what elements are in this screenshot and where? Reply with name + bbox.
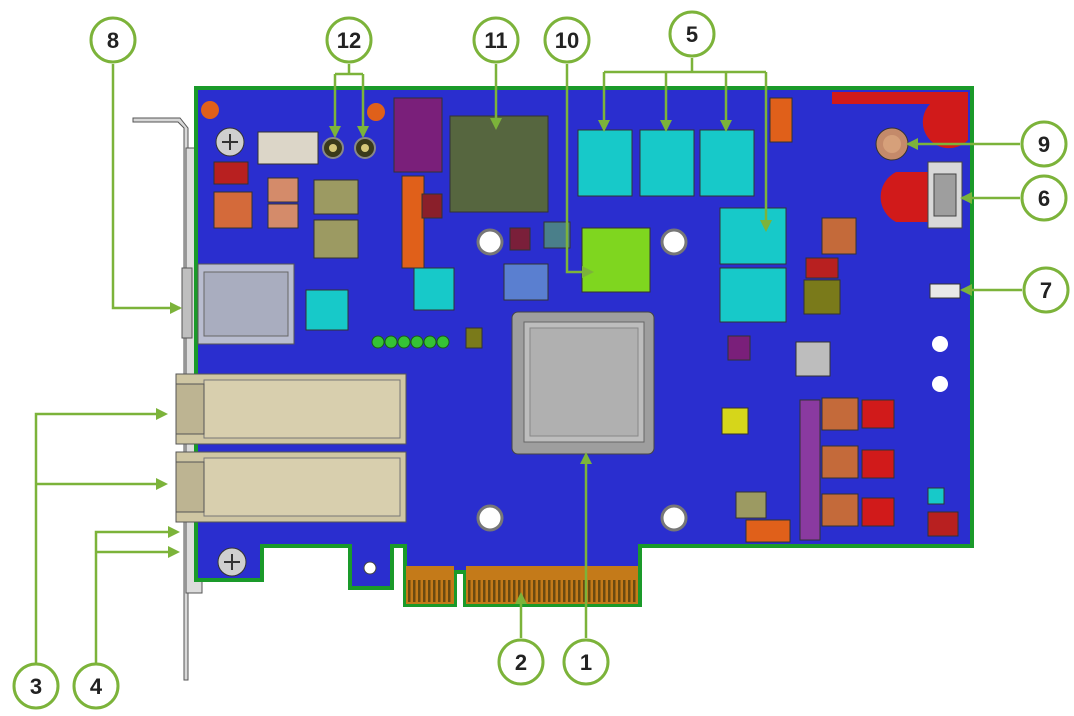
callout-label: 1 (580, 650, 592, 675)
connector-finger (433, 580, 436, 602)
corner-tab (881, 172, 930, 222)
callout-label: 12 (337, 28, 361, 53)
round-component (876, 128, 908, 160)
callout-label: 4 (90, 674, 103, 699)
connector-finger (413, 580, 416, 602)
connector-finger (483, 580, 486, 602)
led (437, 336, 449, 348)
connector-finger (528, 580, 531, 602)
connector-finger (513, 580, 516, 602)
led (424, 336, 436, 348)
connector-finger (553, 580, 556, 602)
callout-label: 9 (1038, 132, 1050, 157)
connector-finger (628, 580, 631, 602)
callout-12: 12 (327, 18, 371, 62)
connector-finger (493, 580, 496, 602)
connector-finger (618, 580, 621, 602)
callout-label: 5 (686, 22, 698, 47)
callout-label: 10 (555, 28, 579, 53)
connector-finger (448, 580, 451, 602)
connector-finger (548, 580, 551, 602)
connector-finger (538, 580, 541, 602)
callout-label: 2 (515, 650, 527, 675)
led (411, 336, 423, 348)
led (372, 336, 384, 348)
connector-finger (468, 580, 471, 602)
connector-finger (558, 580, 561, 602)
connector-finger (508, 580, 511, 602)
callout-1: 1 (564, 640, 608, 684)
led (398, 336, 410, 348)
led (385, 336, 397, 348)
connector-finger (623, 580, 626, 602)
connector-finger (588, 580, 591, 602)
connector-finger (423, 580, 426, 602)
connector-finger (633, 580, 636, 602)
connector-finger (503, 580, 506, 602)
connector-finger (598, 580, 601, 602)
callout-label: 3 (30, 674, 42, 699)
rj45-port (198, 264, 294, 344)
corner-tab (832, 92, 940, 104)
callout-11: 11 (474, 18, 518, 62)
mount-hole (364, 562, 376, 574)
connector-finger (593, 580, 596, 602)
callout-7: 7 (1024, 268, 1068, 312)
large-chip (450, 116, 548, 212)
connector-finger (563, 580, 566, 602)
connector-finger (418, 580, 421, 602)
connector-finger (408, 580, 411, 602)
screw (216, 128, 244, 156)
callout-4: 4 (74, 664, 118, 708)
connector-finger (488, 580, 491, 602)
connector-finger (543, 580, 546, 602)
side-connector (928, 162, 962, 228)
connector-finger (533, 580, 536, 602)
connector-finger (608, 580, 611, 602)
callout-2: 2 (499, 640, 543, 684)
connector-finger (498, 580, 501, 602)
callout-label: 11 (484, 28, 507, 53)
connector-finger (478, 580, 481, 602)
callout-label: 7 (1040, 278, 1052, 303)
small-header (930, 284, 960, 298)
connector-finger (473, 580, 476, 602)
connector-finger (603, 580, 606, 602)
connector-finger (573, 580, 576, 602)
callout-10: 10 (545, 18, 589, 62)
callout-9: 9 (1022, 122, 1066, 166)
connector-finger (568, 580, 571, 602)
callout-6: 6 (1022, 176, 1066, 220)
connector-finger (578, 580, 581, 602)
connector-finger (613, 580, 616, 602)
screw (218, 548, 246, 576)
fpga-heatsink (512, 312, 654, 454)
connector-finger (428, 580, 431, 602)
green-chip (582, 228, 650, 292)
callout-label: 6 (1038, 186, 1050, 211)
callout-8: 8 (91, 18, 135, 62)
callout-3: 3 (14, 664, 58, 708)
qsfp-cage-lower (176, 452, 406, 522)
qsfp-cage-upper (176, 374, 406, 444)
connector-finger (438, 580, 441, 602)
connector-finger (443, 580, 446, 602)
callout-label: 8 (107, 28, 119, 53)
callout-5: 5 (670, 12, 714, 56)
